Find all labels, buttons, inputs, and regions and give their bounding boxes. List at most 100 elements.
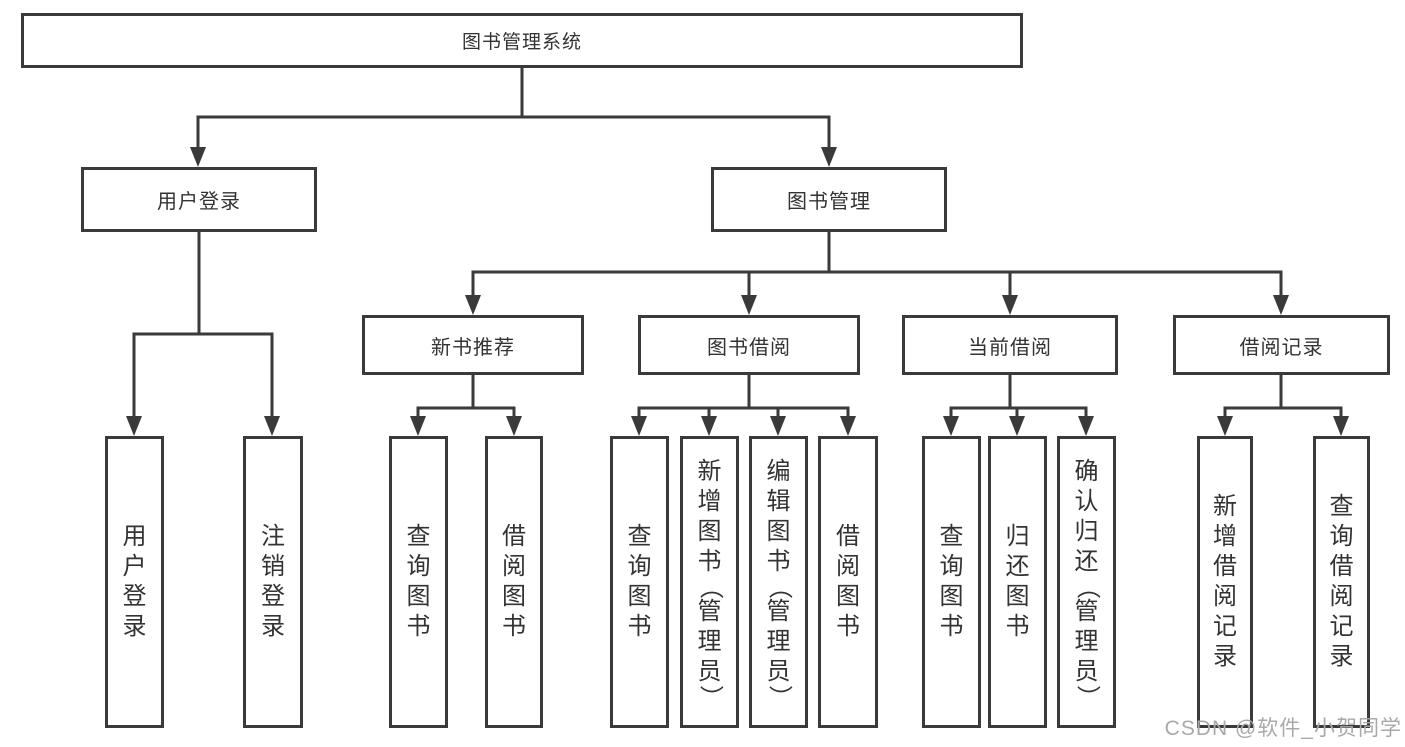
- vertical-char: ）: [765, 685, 793, 709]
- vertical-char: 员: [766, 658, 791, 685]
- vertical-char: 借: [502, 523, 526, 550]
- vertical-char: 员: [1074, 658, 1099, 685]
- node-new-book-recommend: 新书推荐: [362, 315, 584, 375]
- node-label: 图书管理: [787, 191, 871, 213]
- vertical-char: 记: [1213, 613, 1237, 640]
- csdn-watermark: CSDN @软件_小贺同学: [1164, 717, 1402, 740]
- vertical-char: 借: [836, 523, 860, 550]
- node-label: 图书借阅: [707, 336, 791, 359]
- vertical-char: 阅: [1213, 583, 1237, 610]
- node-current-borrow: 当前借阅: [902, 315, 1118, 375]
- vertical-char: 书: [627, 613, 652, 640]
- leaf-query-borrow-record: 查询借阅记录: [1313, 436, 1370, 728]
- vertical-char: 书: [502, 613, 526, 640]
- vertical-char: 新: [1213, 493, 1237, 520]
- leaf-edit-books-admin: 编辑图书（管理员）: [749, 436, 808, 728]
- vertical-char: 阅: [502, 553, 526, 580]
- leaf-add-books-admin: 新增图书（管理员）: [680, 436, 739, 728]
- leaf-user-login: 用户登录: [105, 436, 164, 728]
- vertical-char: 书: [406, 613, 431, 640]
- tree-edges: [132, 66, 1343, 421]
- vertical-char: 录: [261, 613, 285, 640]
- node-label: 当前借阅: [968, 336, 1052, 359]
- vertical-char: 注: [261, 523, 285, 550]
- vertical-char: 询: [1329, 523, 1354, 550]
- vertical-char: （: [765, 575, 793, 599]
- vertical-char: 还: [1074, 548, 1099, 575]
- node-label: 新书推荐: [431, 336, 515, 359]
- vertical-char: 增: [1213, 523, 1237, 550]
- node-book-management: 图书管理: [711, 167, 947, 232]
- vertical-char: 图: [627, 583, 652, 610]
- vertical-char: 查: [939, 523, 964, 550]
- vertical-char: 认: [1074, 488, 1099, 515]
- vertical-char: 管: [697, 598, 722, 625]
- vertical-char: 询: [939, 553, 964, 580]
- vertical-char: 图: [406, 583, 431, 610]
- node-label: 借阅记录: [1239, 336, 1324, 359]
- vertical-char: 图: [939, 583, 964, 610]
- leaf-query-books-borrow: 查询图书: [610, 436, 669, 728]
- node-book-borrow: 图书借阅: [638, 315, 860, 375]
- vertical-char: 录: [1213, 643, 1237, 670]
- vertical-char: （: [696, 575, 724, 599]
- vertical-char: 归: [1005, 523, 1030, 550]
- vertical-char: 书: [939, 613, 964, 640]
- vertical-char: 录: [122, 613, 147, 640]
- node-borrow-records: 借阅记录: [1173, 315, 1390, 375]
- vertical-char: 理: [697, 628, 722, 655]
- vertical-char: 图: [697, 518, 722, 545]
- vertical-char: 借: [1329, 553, 1354, 580]
- vertical-char: 图: [836, 583, 860, 610]
- leaf-borrow-books-recommend: 借阅图书: [485, 436, 543, 728]
- vertical-char: 阅: [1329, 583, 1354, 610]
- vertical-char: 管: [1074, 598, 1099, 625]
- vertical-char: 用: [122, 523, 147, 550]
- vertical-char: 辑: [766, 488, 791, 515]
- vertical-char: 员: [697, 658, 722, 685]
- vertical-char: 询: [406, 553, 431, 580]
- vertical-char: 图: [1005, 583, 1030, 610]
- vertical-char: 阅: [836, 553, 860, 580]
- vertical-char: 理: [1074, 628, 1099, 655]
- vertical-char: 新: [697, 458, 722, 485]
- vertical-char: 查: [406, 523, 431, 550]
- leaf-add-borrow-record: 新增借阅记录: [1197, 436, 1253, 728]
- vertical-char: 书: [836, 613, 860, 640]
- vertical-char: 确: [1074, 458, 1099, 485]
- leaf-query-books-recommend: 查询图书: [389, 436, 448, 728]
- vertical-char: 查: [627, 523, 652, 550]
- leaf-return-books: 归还图书: [988, 436, 1047, 728]
- vertical-char: （: [1073, 575, 1101, 599]
- vertical-char: 管: [766, 598, 791, 625]
- leaf-query-books-current: 查询图书: [922, 436, 981, 728]
- node-user-login: 用户登录: [81, 167, 317, 232]
- leaf-confirm-return-admin: 确认归还（管理员）: [1057, 436, 1116, 728]
- vertical-char: 还: [1005, 553, 1030, 580]
- vertical-char: 书: [1005, 613, 1030, 640]
- vertical-char: 图: [502, 583, 526, 610]
- leaf-logout: 注销登录: [243, 436, 303, 728]
- vertical-char: 查: [1329, 493, 1354, 520]
- vertical-char: 录: [1329, 643, 1354, 670]
- vertical-char: 登: [261, 583, 285, 610]
- vertical-char: 询: [627, 553, 652, 580]
- node-library-management-system: 图书管理系统: [21, 13, 1023, 68]
- leaf-borrow-books: 借阅图书: [818, 436, 878, 728]
- vertical-char: 归: [1074, 518, 1099, 545]
- vertical-char: ）: [696, 685, 724, 709]
- vertical-char: 编: [766, 458, 791, 485]
- vertical-char: 理: [766, 628, 791, 655]
- vertical-char: 增: [697, 488, 722, 515]
- node-label: 图书管理系统: [461, 32, 582, 53]
- vertical-char: 借: [1213, 553, 1237, 580]
- vertical-char: ）: [1073, 685, 1101, 709]
- vertical-char: 记: [1329, 613, 1354, 640]
- vertical-char: 图: [766, 518, 791, 545]
- vertical-char: 销: [261, 553, 285, 580]
- vertical-char: 登: [122, 583, 147, 610]
- node-label: 用户登录: [157, 191, 241, 213]
- vertical-char: 户: [122, 553, 147, 580]
